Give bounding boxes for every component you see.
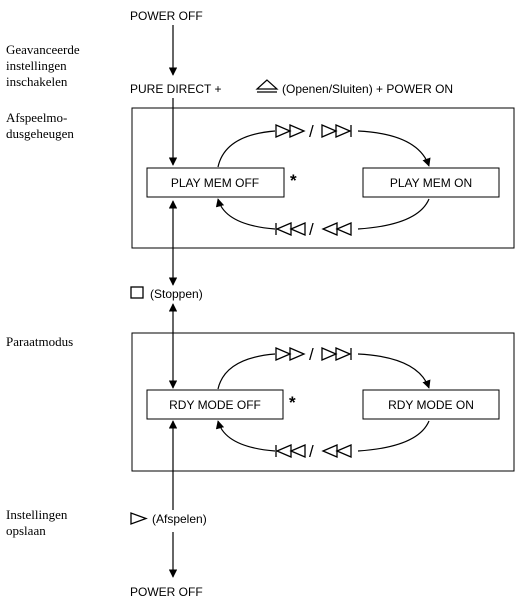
play-mem-off-text: PLAY MEM OFF xyxy=(171,176,259,190)
rdy-mode-arc-bottom-left xyxy=(215,420,276,452)
play-memory-label-line-2: dusgeheugen xyxy=(6,126,74,141)
play-mem-off-box xyxy=(146,167,285,198)
rdy-mode-arc-bottom-right xyxy=(357,420,430,452)
save-label-line-2: opslaan xyxy=(6,523,46,538)
ready-mode-label: Paraatmodus xyxy=(6,334,73,349)
fast-forward-icon xyxy=(275,124,306,138)
play-memory-panel xyxy=(131,107,515,249)
play-mem-arc-top-left xyxy=(217,130,276,168)
play-mem-arc-top-right xyxy=(357,130,431,167)
rdy-mode-arc-top-right xyxy=(357,353,431,389)
power-off-bottom: POWER OFF xyxy=(130,585,203,599)
skip-forward-icon xyxy=(321,124,352,138)
power-off-top: POWER OFF xyxy=(130,9,203,23)
play-icon xyxy=(130,512,148,525)
rewind-icon xyxy=(321,444,352,458)
play-mem-separator-top: / xyxy=(309,122,314,141)
play-memory-label-line-1: Afspeelmo- xyxy=(6,110,67,125)
play-mem-default-mark: * xyxy=(290,171,297,190)
skip-back-icon xyxy=(275,222,306,236)
advanced-label-line-1: Geavanceerde xyxy=(6,42,80,57)
stop-label: (Stoppen) xyxy=(150,287,203,301)
rdy-mode-default-mark: * xyxy=(289,393,296,412)
play-mem-on-text: PLAY MEM ON xyxy=(390,176,472,190)
skip-back-icon xyxy=(275,444,306,458)
advanced-label-line-2: instellingen xyxy=(6,58,67,73)
command-suffix: (Openen/Sluiten) + POWER ON xyxy=(282,82,453,96)
rdy-mode-separator-bottom: / xyxy=(309,442,314,461)
play-label: (Afspelen) xyxy=(152,512,207,526)
stop-icon xyxy=(130,286,144,299)
rdy-mode-off-text: RDY MODE OFF xyxy=(169,398,261,412)
fast-forward-icon xyxy=(275,347,306,361)
rdy-mode-arc-top-left xyxy=(217,353,276,390)
rdy-mode-on-box xyxy=(362,389,500,420)
rewind-icon xyxy=(321,222,352,236)
play-mem-arc-bottom-right xyxy=(357,198,430,230)
advanced-label-line-3: inschakelen xyxy=(6,74,68,89)
skip-forward-icon xyxy=(321,347,352,361)
save-label-line-1: Instellingen xyxy=(6,507,68,522)
eject-icon xyxy=(255,79,279,93)
rdy-mode-off-box xyxy=(146,389,284,420)
command-prefix: PURE DIRECT + xyxy=(130,82,221,96)
play-mem-separator-bottom: / xyxy=(309,220,314,239)
rdy-mode-on-text: RDY MODE ON xyxy=(388,398,474,412)
play-mem-on-box xyxy=(362,167,500,198)
rdy-mode-separator-top: / xyxy=(309,345,314,364)
play-mem-arc-bottom-left xyxy=(215,198,276,230)
ready-mode-panel xyxy=(131,332,515,472)
